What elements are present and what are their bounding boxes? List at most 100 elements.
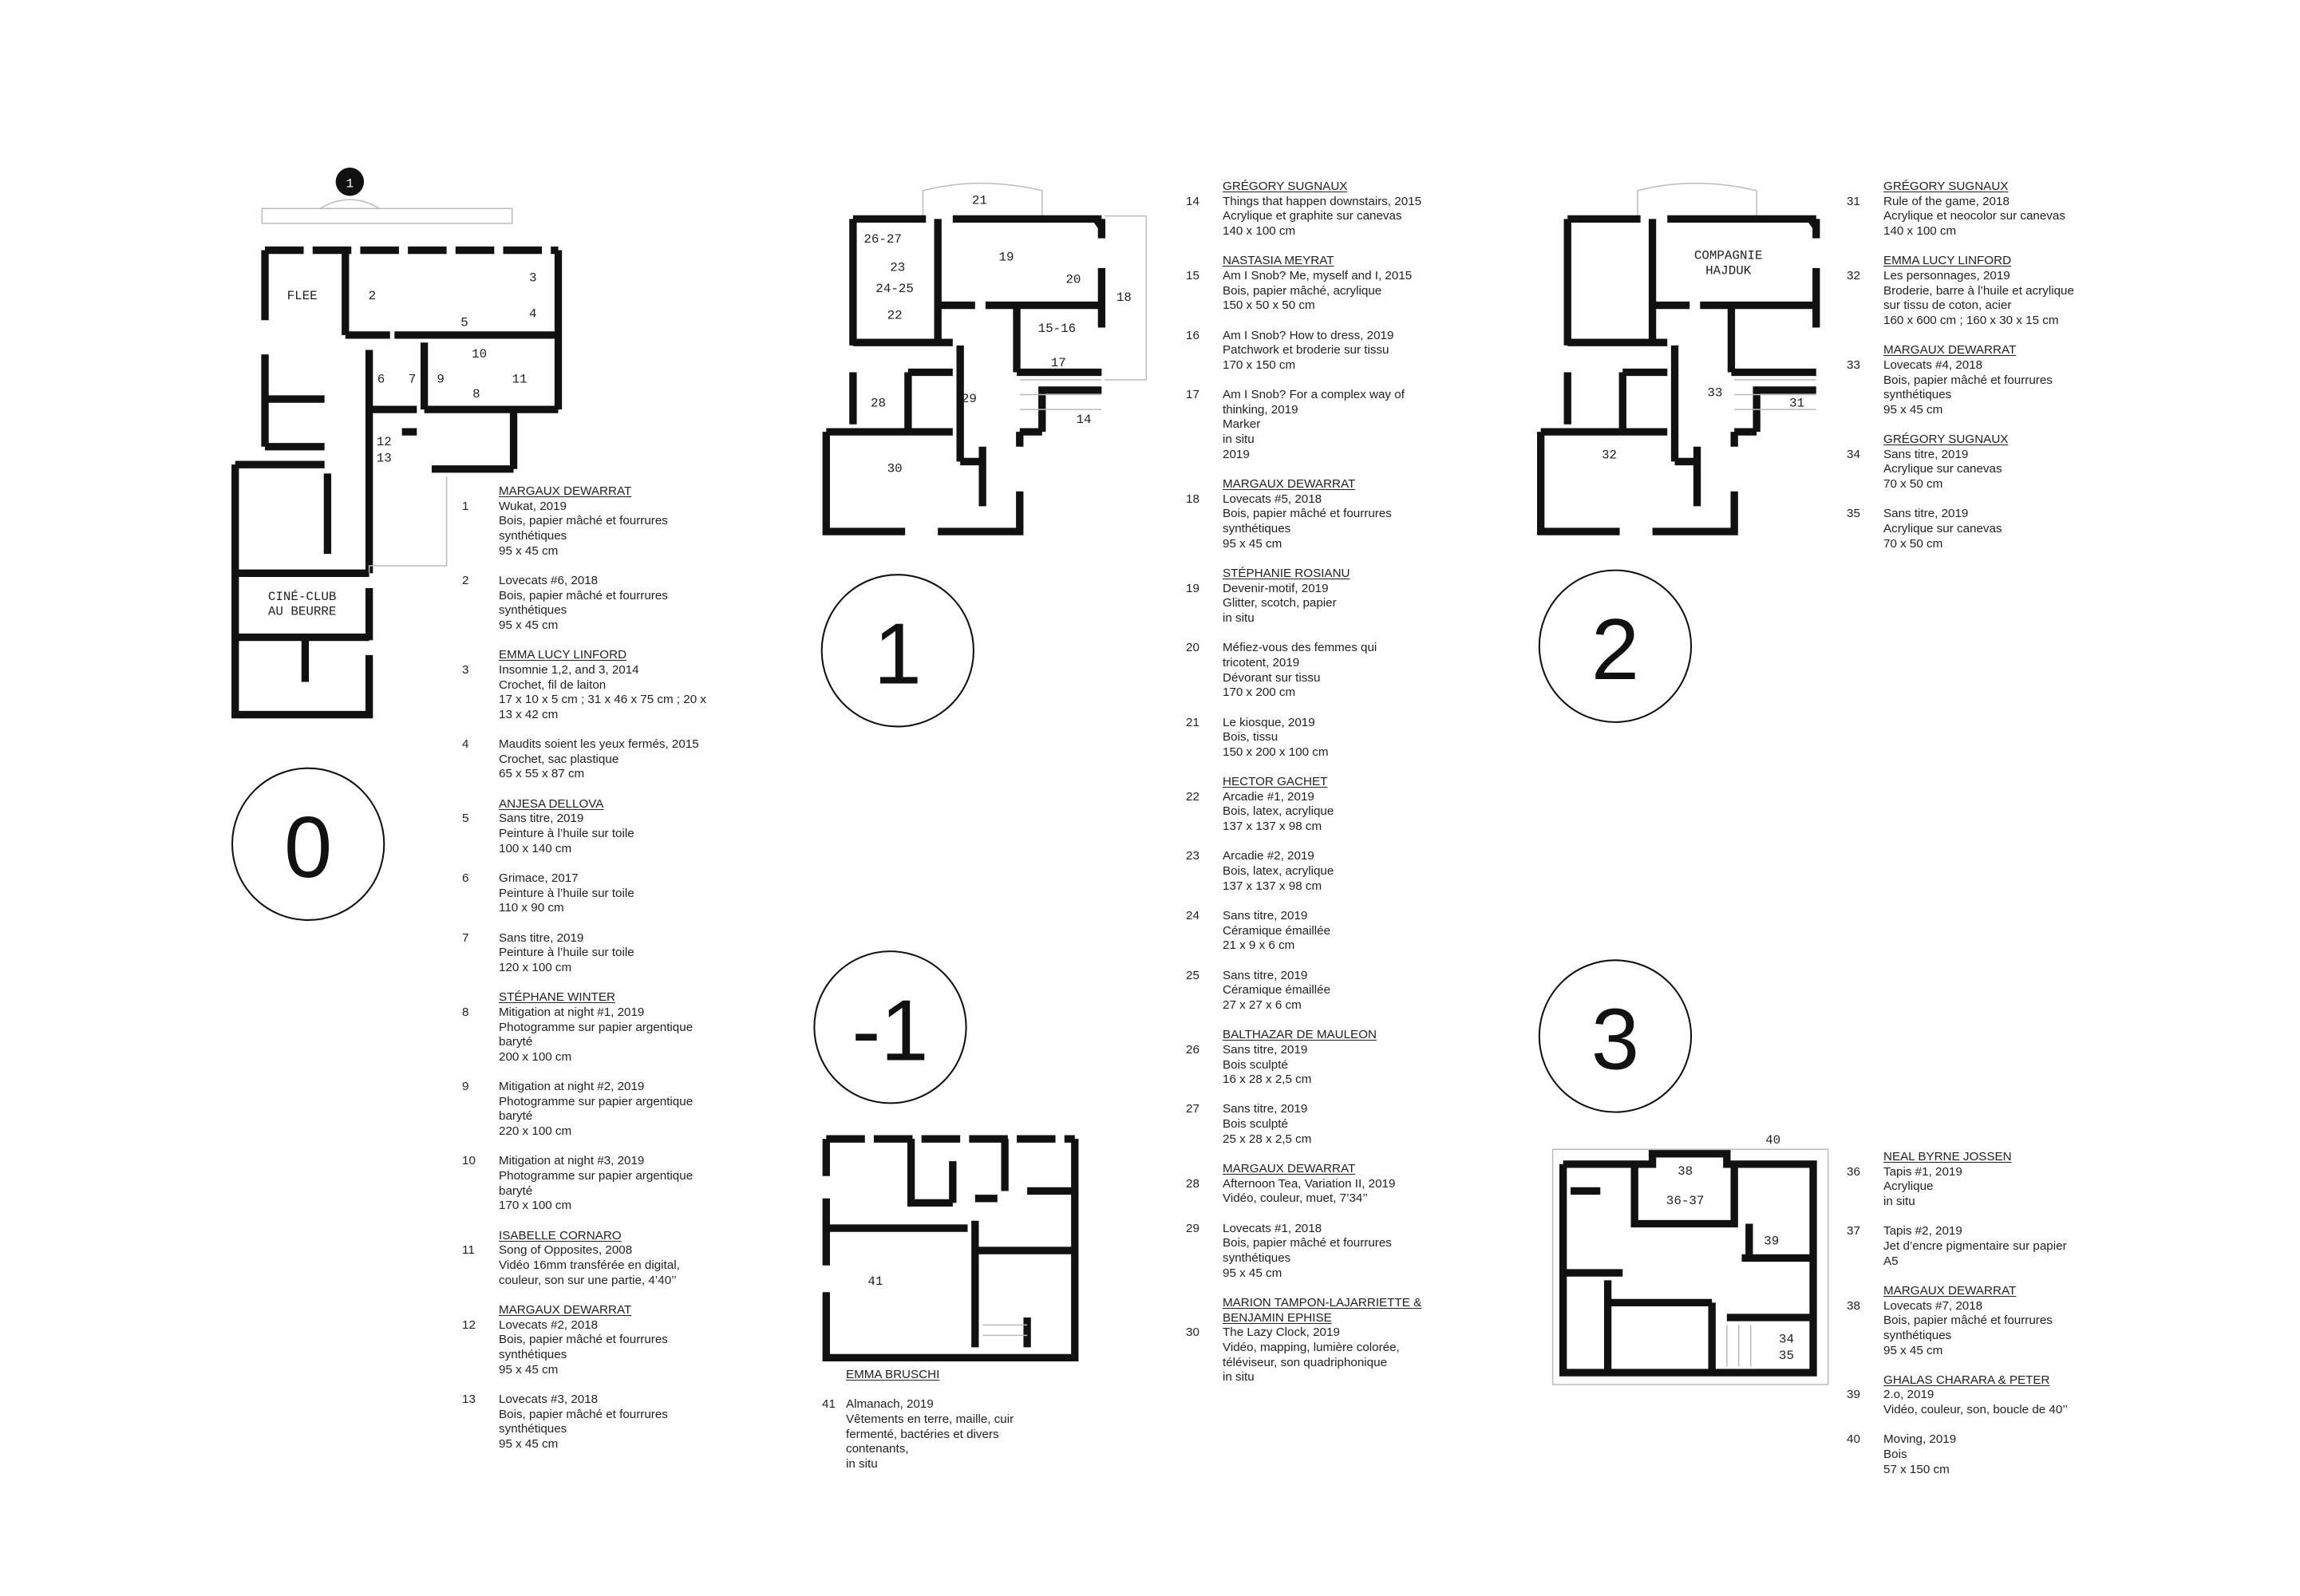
artwork-info-line: 170 x 200 cm: [1223, 685, 1296, 700]
artwork-info-line: Bois, papier mâché et fourrures: [499, 588, 668, 602]
artwork-info-line: Devenir-motif, 2019: [1223, 581, 1329, 595]
entrance-marker: [335, 168, 365, 196]
artwork-number: 12: [462, 1317, 476, 1332]
room-label: 24-25: [875, 282, 914, 296]
artwork-info-line: Mitigation at night #1, 2019: [499, 1005, 645, 1019]
artwork-info-line: 95 x 45 cm: [1883, 402, 1943, 417]
artwork-number: 40: [1847, 1432, 1860, 1447]
artwork-info-line: Sans titre, 2019: [1223, 968, 1308, 982]
artwork-number: 28: [1186, 1176, 1199, 1191]
artwork-info-line: 220 x 100 cm: [499, 1124, 572, 1139]
artwork-info-line: Peinture à l’huile sur toile: [499, 886, 634, 900]
room-label: 9: [437, 373, 445, 387]
artwork-info-line: 95 x 45 cm: [499, 1362, 559, 1377]
artwork-info-line: Grimace, 2017: [499, 871, 579, 885]
artwork-info-line: 120 x 100 cm: [499, 960, 572, 974]
room-label: 30: [887, 461, 903, 476]
artwork-info-line: Bois, latex, acrylique: [1223, 804, 1334, 819]
artwork-info-line: 95 x 45 cm: [1883, 1343, 1943, 1357]
artist-name: GHALAS CHARARA & PETER: [1883, 1373, 2050, 1387]
artwork-info-line: Les personnages, 2019: [1883, 268, 2010, 282]
artwork-info-line: 57 x 150 cm: [1883, 1462, 1950, 1476]
room-label: HAJDUK: [1705, 263, 1752, 278]
artist-name: EMMA BRUSCHI: [846, 1368, 940, 1381]
artwork-info-line: baryté: [499, 1183, 533, 1198]
artwork-number: 11: [462, 1243, 475, 1258]
room-label: COMPAGNIE: [1694, 249, 1763, 263]
artwork-info-line: fermenté, bactéries et divers: [846, 1427, 999, 1441]
artwork-info-line: 170 x 150 cm: [1223, 358, 1296, 372]
artwork-info-line: Lovecats #6, 2018: [499, 573, 599, 587]
artist-name: EMMA LUCY LINFORD: [1883, 254, 2012, 268]
artwork-number: 31: [1847, 194, 1860, 208]
artwork-info-line: in situ: [1883, 1194, 1915, 1208]
artist-name: MARGAUX DEWARRAT: [1223, 1162, 1356, 1176]
artwork-info-line: Marker: [1223, 417, 1261, 432]
artwork-info-line: Céramique émaillée: [1223, 983, 1331, 998]
artist-name: MARGAUX DEWARRAT: [1883, 343, 2017, 358]
artwork-info-line: Arcadie #2, 2019: [1223, 849, 1314, 863]
artwork-info-line: 95 x 45 cm: [499, 543, 559, 558]
artwork-number: 24: [1186, 909, 1199, 922]
artwork-info-line: Bois, papier mâché et fourrures: [1223, 507, 1392, 521]
artwork-info-line: Lovecats #7, 2018: [1883, 1298, 1983, 1313]
spacer: [846, 1383, 1014, 1398]
artwork-info-line: synthétiques: [1223, 1251, 1291, 1266]
room-label: 26-27: [863, 232, 902, 247]
artwork-number: 35: [1847, 507, 1860, 521]
artwork-info-line: 137 x 137 x 98 cm: [1223, 820, 1322, 834]
artwork-info-line: Maudits soient les yeux fermés, 2015: [499, 737, 699, 752]
room-label: CINÉ-CLUB: [268, 589, 337, 604]
room-label: 18: [1116, 290, 1132, 305]
artwork-info-line: Jet d’encre pigmentaire sur papier: [1883, 1238, 2067, 1253]
floor-plan-2: [1541, 184, 1818, 531]
artwork-number: 19: [1186, 581, 1199, 595]
artwork-number: 3: [462, 662, 469, 677]
artwork-info-line: 160 x 600 cm ; 160 x 30 x 15 cm: [1883, 313, 2059, 327]
artist-name: MARION TAMPON-LAJARRIETTE &: [1223, 1295, 1422, 1310]
artwork-number: 25: [1186, 968, 1199, 982]
artwork-info-line: 170 x 100 cm: [499, 1199, 572, 1213]
artwork-info-line: Sans titre, 2019: [1223, 1042, 1308, 1057]
artwork-info-line: Le kiosque, 2019: [1223, 715, 1315, 729]
artwork-info-line: Lovecats #1, 2018: [1223, 1221, 1322, 1235]
room-label: 7: [409, 373, 417, 387]
artwork-info-line: Sans titre, 2019: [1223, 1102, 1308, 1116]
artwork-number: 37: [1847, 1224, 1860, 1238]
artwork-number: 39: [1847, 1388, 1860, 1402]
artwork-info-line: Wukat, 2019: [499, 499, 567, 513]
artwork-info-line: Photogramme sur papier argentique: [499, 1094, 694, 1108]
artwork-number: 26: [1186, 1042, 1199, 1057]
floor-number: 1: [874, 606, 922, 702]
artwork-info-line: Peinture à l’huile sur toile: [499, 827, 634, 841]
room-label: 8: [472, 387, 480, 401]
artwork-info-line: synthétiques: [1883, 388, 1952, 402]
room-label: 5: [460, 316, 468, 330]
artwork-info-line: Sans titre, 2019: [1223, 909, 1308, 922]
